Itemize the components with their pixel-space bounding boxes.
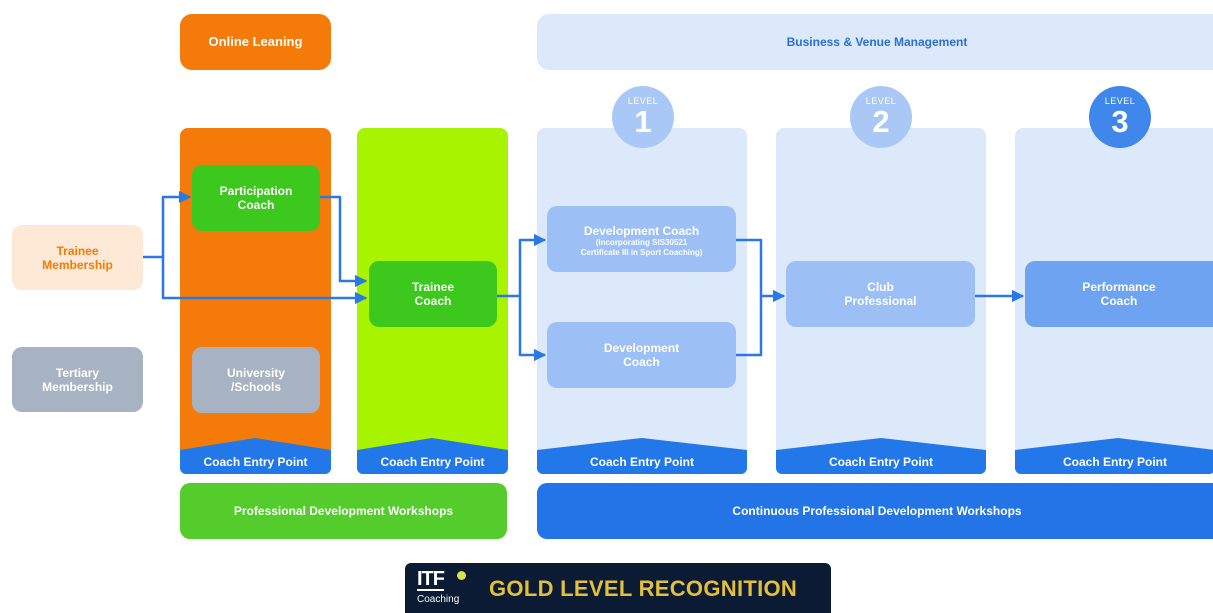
- professional-development-workshops: Professional Development Workshops: [180, 483, 507, 539]
- level-1-badge: LEVEL 1: [612, 86, 674, 148]
- tertiary-membership: Tertiary Membership: [12, 347, 143, 412]
- continuous-professional-development-workshops: Continuous Professional Development Work…: [537, 483, 1213, 539]
- itf-logo-text: ITF: [417, 568, 445, 591]
- coach-entry-point-5: Coach Entry Point: [1015, 438, 1213, 474]
- coach-entry-point-1: Coach Entry Point: [180, 438, 331, 474]
- itf-gold-level-badge: ITF Coaching GOLD LEVEL RECOGNITION: [405, 563, 831, 613]
- development-coach-certificate: Development Coach (Incorporating SIS3052…: [547, 206, 736, 272]
- participation-coach: Participation Coach: [192, 165, 320, 231]
- level-3-badge: LEVEL 3: [1089, 86, 1151, 148]
- development-coach: Development Coach: [547, 322, 736, 388]
- itf-logo: ITF Coaching: [417, 569, 477, 611]
- coach-entry-point-4: Coach Entry Point: [776, 438, 986, 474]
- trainee-membership: Trainee Membership: [12, 225, 143, 290]
- tennis-ball-icon: [457, 571, 466, 580]
- development-coach-cert-title: Development Coach: [583, 224, 700, 238]
- level-1-column: Coach Entry Point: [537, 128, 747, 474]
- trainee-coach: Trainee Coach: [369, 261, 497, 327]
- itf-coaching-text: Coaching: [417, 594, 460, 605]
- online-learning-bar: Online Leaning: [180, 14, 331, 70]
- development-coach-cert-subtitle: (Incorporating SIS30521 Certificate III …: [580, 238, 703, 257]
- level-2-badge: LEVEL 2: [850, 86, 912, 148]
- coach-entry-point-3: Coach Entry Point: [537, 438, 747, 474]
- gold-level-recognition-text: GOLD LEVEL RECOGNITION: [489, 576, 798, 601]
- club-professional: Club Professional: [786, 261, 975, 327]
- performance-coach: Performance Coach: [1025, 261, 1213, 327]
- business-venue-bar: Business & Venue Management: [537, 14, 1213, 70]
- coach-entry-point-2: Coach Entry Point: [357, 438, 508, 474]
- university-schools: University /Schools: [192, 347, 320, 413]
